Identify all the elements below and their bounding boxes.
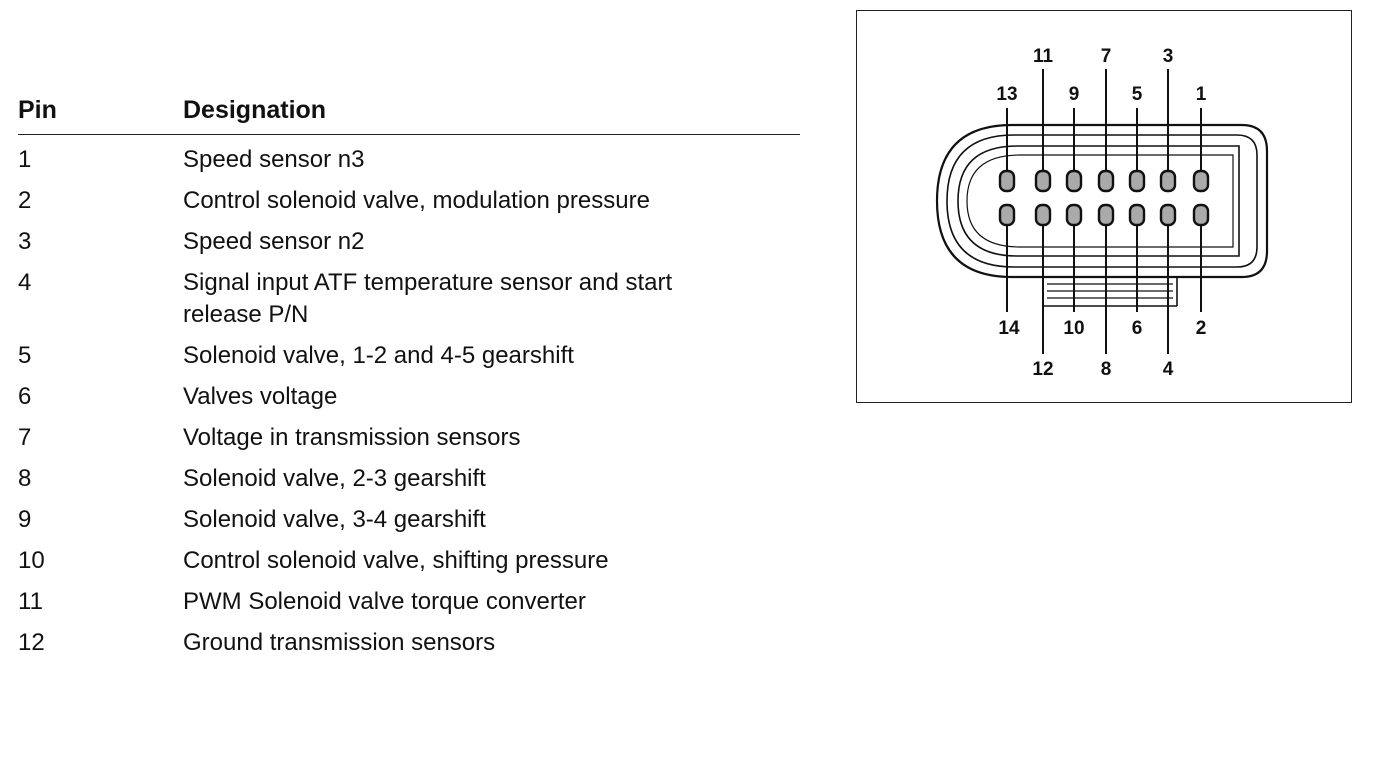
pin-designation: Solenoid valve, 3-4 gearshift bbox=[183, 506, 486, 533]
table-row: 5 Solenoid valve, 1-2 and 4-5 gearshift bbox=[18, 331, 800, 372]
upper-lead-lines bbox=[1006, 69, 1202, 172]
pin-designation: Speed sensor n2 bbox=[183, 228, 365, 255]
label-pin-12: 12 bbox=[1032, 359, 1053, 380]
pin-table: Pin Designation 1 Speed sensor n3 2 Cont… bbox=[18, 90, 800, 659]
header-pin: Pin bbox=[18, 96, 57, 124]
contact-9 bbox=[1065, 169, 1083, 193]
label-pin-3: 3 bbox=[1163, 46, 1174, 67]
pin-number: 10 bbox=[18, 547, 45, 574]
lower-contact-row bbox=[998, 203, 1210, 227]
label-pin-11: 11 bbox=[1033, 46, 1054, 67]
pin-designation: Solenoid valve, 2-3 gearshift bbox=[183, 465, 486, 492]
pin-designation: Ground transmission sensors bbox=[183, 629, 496, 656]
pin-designation: Control solenoid valve, modulation press… bbox=[183, 187, 650, 214]
contact-4 bbox=[1159, 203, 1177, 227]
pin-number: 9 bbox=[18, 506, 32, 533]
pin-number: 8 bbox=[18, 465, 32, 492]
pin-designation: PWM Solenoid valve torque converter bbox=[183, 588, 586, 615]
contact-13 bbox=[998, 169, 1016, 193]
pin-number: 3 bbox=[18, 228, 32, 255]
table-row: 1 Speed sensor n3 bbox=[18, 135, 800, 176]
pin-designation: Solenoid valve, 1-2 and 4-5 gearshift bbox=[183, 342, 574, 369]
table-row: 12 Ground transmission sensors bbox=[18, 618, 800, 659]
lower-lead-lines bbox=[1006, 224, 1202, 354]
pin-designation: Voltage in transmission sensors bbox=[183, 424, 521, 451]
table-header: Pin Designation bbox=[18, 90, 800, 135]
pin-number: 12 bbox=[18, 629, 45, 656]
label-pin-10: 10 bbox=[1063, 318, 1084, 339]
pin-number: 11 bbox=[18, 588, 43, 615]
table-row: 7 Voltage in transmission sensors bbox=[18, 413, 800, 454]
contact-8 bbox=[1097, 203, 1115, 227]
contact-14 bbox=[998, 203, 1016, 227]
contact-6 bbox=[1128, 203, 1146, 227]
pin-designation: Signal input ATF temperature sensor and … bbox=[183, 269, 673, 328]
connector-housing bbox=[935, 123, 1269, 307]
label-pin-8: 8 bbox=[1101, 359, 1112, 380]
contact-12 bbox=[1034, 203, 1052, 227]
pin-number: 7 bbox=[18, 424, 32, 451]
pin-designation: Speed sensor n3 bbox=[183, 146, 365, 173]
label-pin-4: 4 bbox=[1163, 359, 1174, 380]
table-row: 8 Solenoid valve, 2-3 gearshift bbox=[18, 454, 800, 495]
contact-7 bbox=[1097, 169, 1115, 193]
connector-drawing: 11 7 3 13 9 5 1 14 10 6 2 12 8 4 bbox=[935, 46, 1269, 380]
contact-5 bbox=[1128, 169, 1146, 193]
pin-number: 6 bbox=[18, 383, 32, 410]
table-row: 9 Solenoid valve, 3-4 gearshift bbox=[18, 495, 800, 536]
contact-3 bbox=[1159, 169, 1177, 193]
label-pin-2: 2 bbox=[1196, 318, 1207, 339]
pin-designation: Valves voltage bbox=[183, 383, 338, 410]
pin-number: 4 bbox=[18, 269, 32, 296]
table-row: 3 Speed sensor n2 bbox=[18, 217, 800, 258]
contact-11 bbox=[1034, 169, 1052, 193]
contact-1 bbox=[1192, 169, 1210, 193]
pin-designation: Control solenoid valve, shifting pressur… bbox=[183, 547, 609, 574]
label-pin-13: 13 bbox=[996, 84, 1017, 105]
pin-number: 1 bbox=[18, 146, 32, 173]
connector-diagram: 11 7 3 13 9 5 1 14 10 6 2 12 8 4 bbox=[856, 10, 1352, 403]
table-row: 6 Valves voltage bbox=[18, 372, 800, 413]
upper-contact-row bbox=[998, 169, 1210, 193]
table-row: 11 PWM Solenoid valve torque converter bbox=[18, 577, 800, 618]
label-pin-1: 1 bbox=[1196, 84, 1207, 105]
label-pin-5: 5 bbox=[1132, 84, 1143, 105]
header-designation: Designation bbox=[183, 96, 327, 124]
table-row: 2 Control solenoid valve, modulation pre… bbox=[18, 176, 800, 217]
label-pin-14: 14 bbox=[998, 318, 1020, 339]
pin-number: 5 bbox=[18, 342, 32, 369]
contact-10 bbox=[1065, 203, 1083, 227]
pin-number: 2 bbox=[18, 187, 32, 214]
label-pin-9: 9 bbox=[1069, 84, 1080, 105]
label-pin-7: 7 bbox=[1101, 46, 1112, 67]
table-row: 10 Control solenoid valve, shifting pres… bbox=[18, 536, 800, 577]
table-row: 4 Signal input ATF temperature sensor an… bbox=[18, 258, 800, 331]
label-pin-6: 6 bbox=[1132, 318, 1143, 339]
contact-2 bbox=[1192, 203, 1210, 227]
